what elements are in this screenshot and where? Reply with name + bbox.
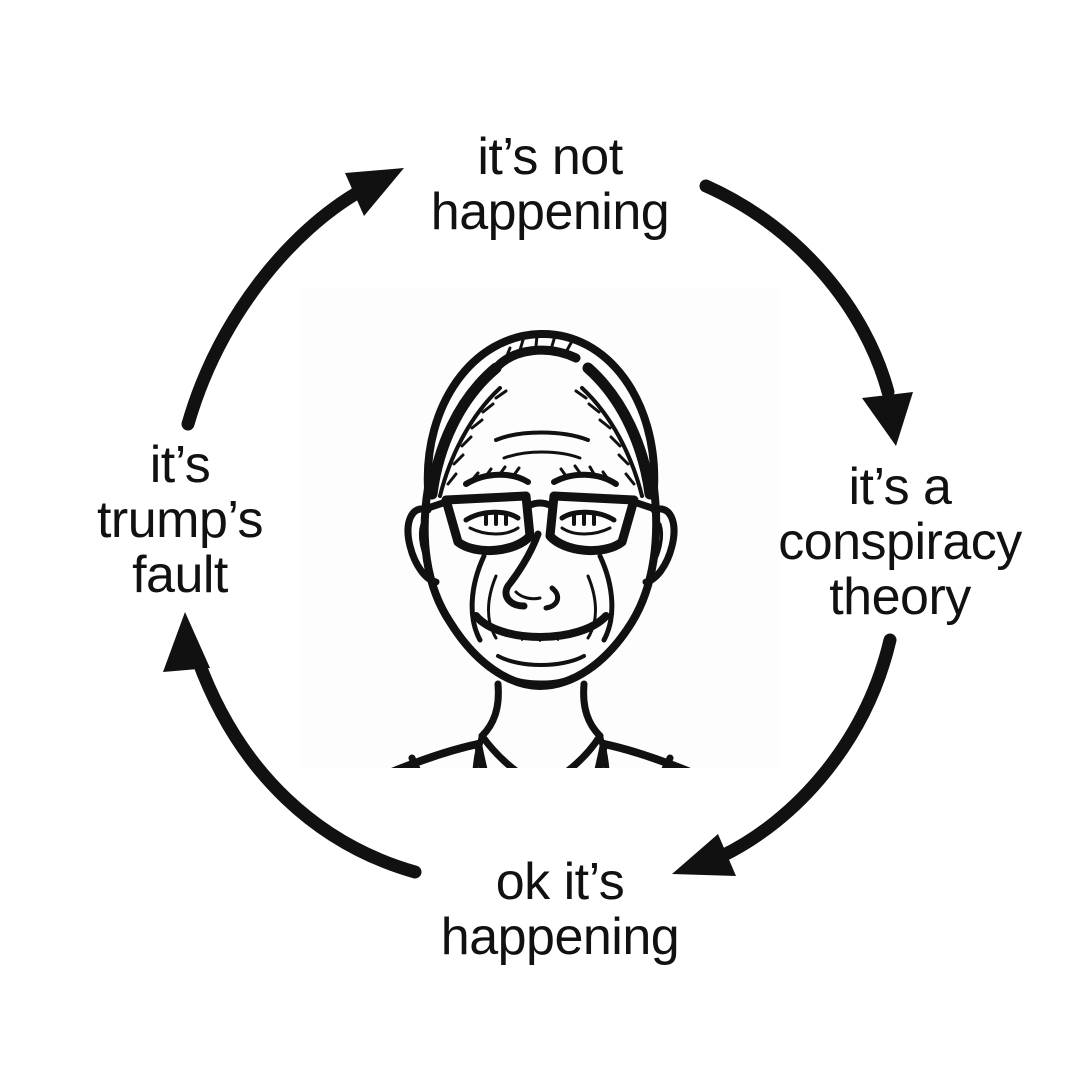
cycle-label-left: it’s trump’s fault bbox=[96, 436, 264, 605]
arrow-left-to-top bbox=[181, 168, 404, 431]
man-line-art-illustration bbox=[390, 329, 692, 768]
arrow-top-to-right bbox=[699, 179, 913, 446]
cycle-label-top: it’s not happening bbox=[430, 128, 670, 242]
portrait-image bbox=[300, 288, 780, 768]
arrow-right-to-bottom bbox=[672, 633, 897, 876]
cycle-label-right: it’s a conspiracy theory bbox=[778, 458, 1022, 627]
arrow-bottom-to-left bbox=[163, 612, 422, 879]
cycle-label-bottom: ok it’s happening bbox=[440, 853, 680, 967]
